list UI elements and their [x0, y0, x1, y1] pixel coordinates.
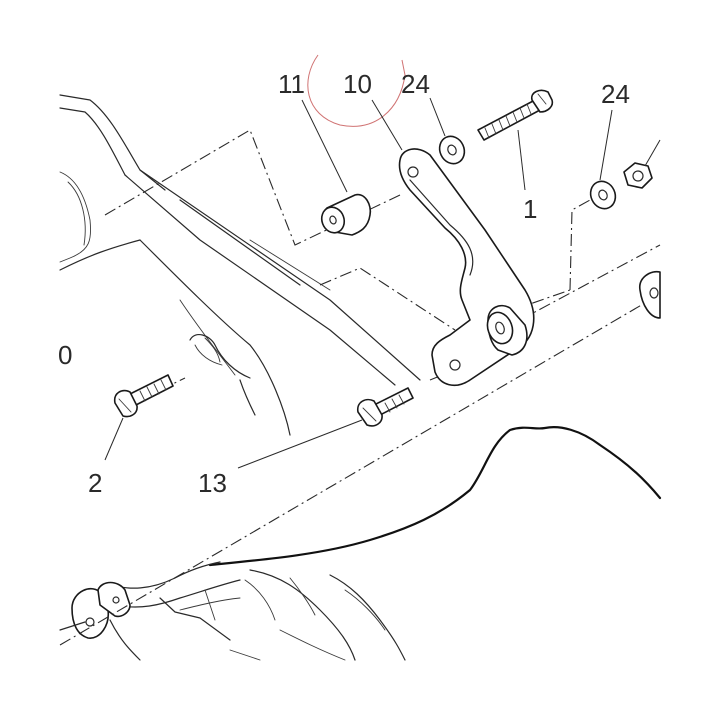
long-bolt-part-1 — [477, 89, 554, 141]
leader-24-right — [599, 109, 613, 181]
leader-10 — [371, 99, 403, 151]
callout-labels: 11 10 24 24 1 0 2 13 — [58, 69, 630, 498]
leader-13 — [237, 419, 363, 469]
callout-leaders — [104, 97, 661, 469]
callout-2: 2 — [88, 468, 102, 498]
callout-0: 0 — [58, 340, 72, 370]
washer-part-24-left — [438, 135, 466, 165]
flange-bolt-part-13 — [356, 387, 414, 427]
vehicle-frame — [59, 94, 662, 661]
leader-1 — [517, 129, 526, 191]
leader-2 — [104, 417, 124, 461]
spacer-collar-part-11 — [320, 193, 372, 236]
washer-part-24-right — [589, 180, 617, 210]
callout-10: 10 — [343, 69, 372, 99]
leader-nut — [644, 139, 661, 167]
frame-bolt-end — [639, 270, 661, 319]
callout-24-left: 24 — [401, 69, 430, 99]
leader-11 — [301, 99, 348, 193]
callout-1: 1 — [523, 194, 537, 224]
leader-24-left — [429, 97, 446, 137]
bracket-boss — [486, 304, 528, 356]
callout-11: 11 — [278, 69, 305, 99]
callout-13: 13 — [198, 468, 227, 498]
hex-nut — [623, 162, 653, 189]
flange-bolt-part-2 — [113, 374, 174, 418]
callout-24-right: 24 — [601, 79, 630, 109]
red-stamp-circle — [307, 54, 406, 127]
